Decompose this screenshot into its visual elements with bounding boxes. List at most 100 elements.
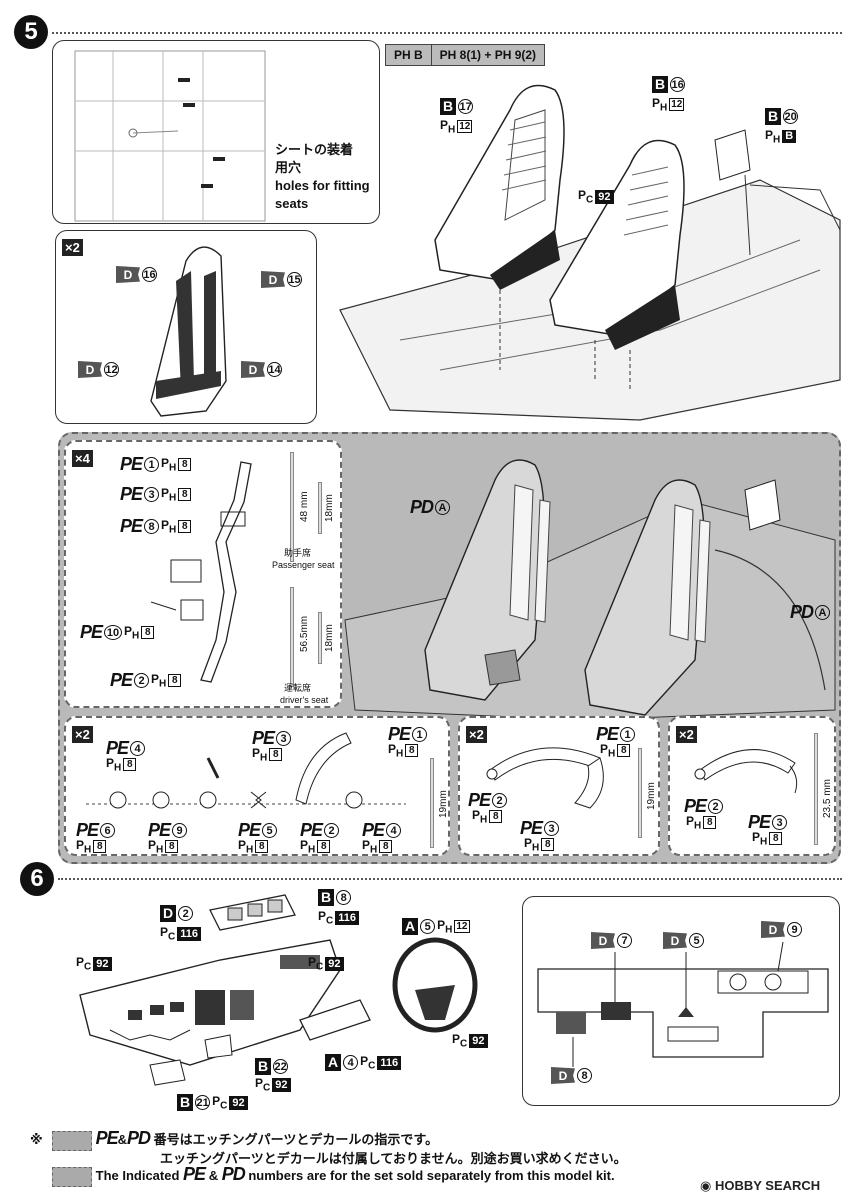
multiplier-x4: ×4: [72, 450, 93, 467]
pe-belt-mid-drawing: [486, 747, 604, 809]
floor-plan-drawing: [74, 50, 266, 222]
multiplier-x2-pe-b: ×2: [466, 726, 487, 743]
harness-seat-drawing: [150, 246, 227, 417]
pe-parts-drawing: [86, 732, 406, 809]
step-5-number: 5: [14, 15, 48, 49]
driver-seat-jp: 運転席: [284, 683, 312, 693]
ph-legend: PH B PH 8(1) + PH 9(2): [385, 44, 546, 66]
holes-note-en2: seats: [275, 196, 309, 211]
belt-drawing: [150, 461, 252, 683]
measure-18mm-a: 18mm: [324, 494, 335, 522]
measure-19mm-b: 19mm: [646, 782, 657, 810]
footnote-jp2: エッチングパーツとデカールは付属しておりません。別途お買い求めください。: [160, 1151, 627, 1166]
seats-assembly-drawing: [339, 84, 841, 421]
ph-legend-left: PH B: [386, 45, 432, 65]
passenger-seat-jp: 助手席: [284, 548, 312, 558]
step-6-divider: [58, 878, 842, 880]
holes-note-jp2: 用穴: [275, 160, 302, 175]
footnote-line-3: The Indicated PE & PD numbers are for th…: [52, 1164, 615, 1187]
measure-bar-19b: [638, 748, 642, 838]
ph-legend-right: PH 8(1) + PH 9(2): [439, 48, 537, 62]
footnote-mark: ※: [30, 1132, 43, 1147]
multiplier-x2-pe-a: ×2: [72, 726, 93, 743]
measure-bar-48: [290, 452, 294, 562]
multiplier-x2-harness: ×2: [62, 239, 83, 256]
multiplier-x2-pe-c: ×2: [676, 726, 697, 743]
watermark: ◉ HOBBY SEARCH: [700, 1178, 821, 1193]
passenger-seat-en: Passenger seat: [272, 560, 335, 570]
measure-48mm: 48 mm: [299, 491, 310, 522]
driver-seat-en: driver's seat: [280, 695, 329, 705]
pe-seats-drawing: [344, 459, 836, 721]
measure-19mm-a: 19mm: [438, 790, 449, 818]
measure-565mm: 56.5mm: [299, 615, 310, 652]
holes-note-jp1: シートの装着: [275, 142, 354, 157]
measure-bar-235: [814, 733, 818, 845]
belt-x4-inset: ×4 48 mm 18mm 56.5mm 18mm 助手席 Passenger …: [64, 440, 342, 708]
measure-bar-19a: [430, 758, 434, 848]
part-d2: 2 D2: [160, 905, 194, 922]
step-5-divider: [52, 32, 842, 34]
watermark-icon: ◉: [700, 1178, 712, 1193]
measure-18mm-b: 18mm: [324, 624, 335, 652]
footnote-gray-box-2: [52, 1166, 92, 1187]
footnote-jp1: 番号はエッチングパーツとデカールの指示です。: [153, 1132, 439, 1147]
measure-bar-565: [290, 587, 294, 687]
footnote-line-1: PE&PD 番号はエッチングパーツとデカールの指示です。: [52, 1128, 438, 1151]
measure-235mm: 23.5 mm: [822, 779, 833, 818]
